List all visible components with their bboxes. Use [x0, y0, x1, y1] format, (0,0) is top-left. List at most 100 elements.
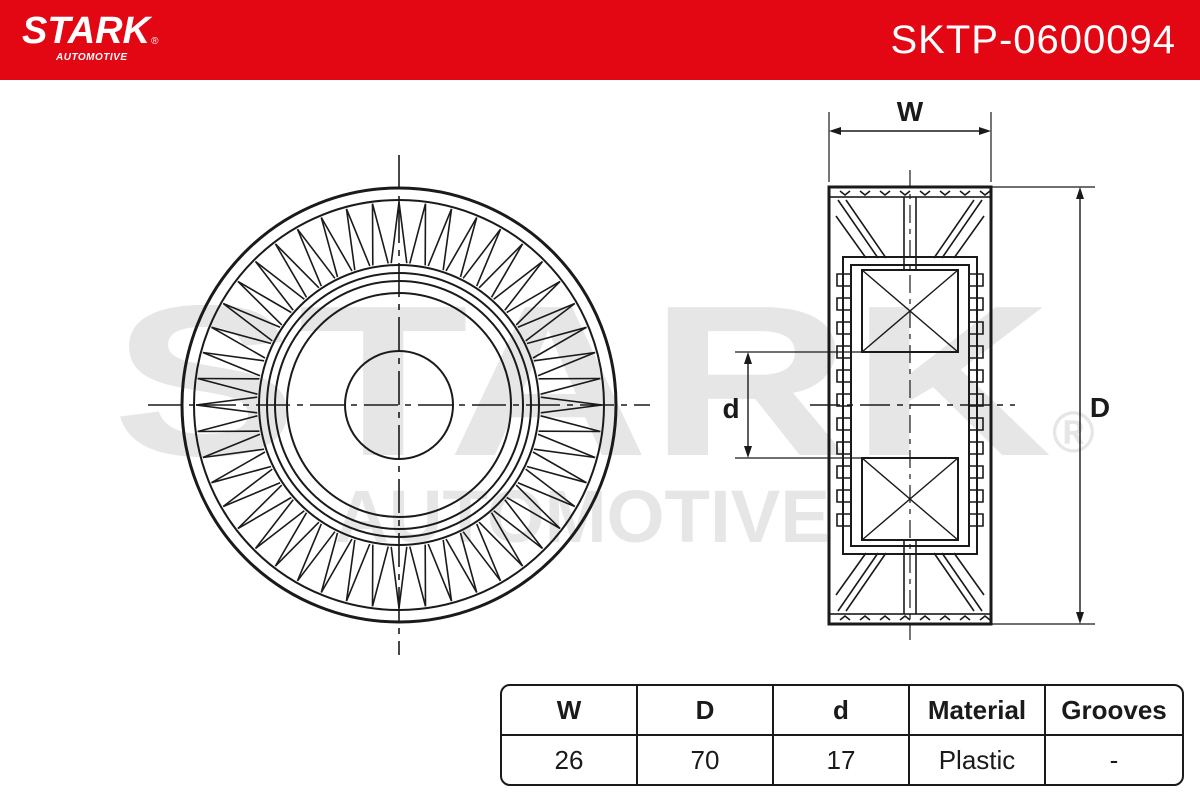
front-rib-line: [320, 538, 353, 593]
front-rib-line: [197, 415, 258, 433]
front-rib-line: [296, 523, 323, 582]
side-tooth: [969, 369, 984, 383]
front-rib-line: [525, 468, 576, 508]
front-rib-line: [202, 351, 265, 362]
front-rib-line: [202, 448, 265, 459]
rim-notch: [899, 614, 911, 621]
front-rib-line: [195, 396, 258, 406]
front-rib-line: [398, 546, 408, 609]
front-rib-line: [526, 326, 587, 345]
front-rib-line: [237, 280, 292, 314]
specs-value-d-inner: 17: [774, 736, 910, 784]
front-rib-line: [459, 532, 478, 593]
front-rib-line: [296, 228, 336, 279]
front-rib-line: [445, 538, 478, 593]
front-rib-line: [222, 481, 281, 508]
rim-notch: [979, 614, 991, 621]
front-rib-line: [237, 484, 283, 530]
side-tooth: [836, 321, 851, 335]
front-ribs: [195, 201, 603, 609]
side-tooth: [969, 513, 984, 527]
specs-table: W D d Material Grooves 26 70 17 Plastic …: [500, 684, 1184, 786]
front-rib-line: [345, 539, 356, 602]
front-rib-line: [540, 415, 601, 433]
front-rib-line: [345, 543, 371, 602]
front-rib-line: [540, 404, 603, 414]
front-rib-line: [211, 326, 266, 359]
rim-notch: [919, 190, 931, 197]
front-rib-line: [320, 217, 339, 278]
front-rib-line: [211, 465, 272, 484]
specs-value-d-outer: 70: [638, 736, 774, 784]
specs-header-row: W D d Material Grooves: [502, 686, 1182, 736]
front-rib-line: [237, 280, 283, 326]
rim-notch: [939, 614, 951, 621]
side-tooth: [836, 465, 851, 479]
front-rib-line: [526, 465, 587, 484]
side-tooth: [836, 489, 851, 503]
dimension-lines: [735, 112, 1095, 625]
front-rib-line: [255, 260, 305, 300]
front-rib-line: [506, 280, 561, 314]
front-rib-line: [506, 496, 561, 530]
front-rib-line: [237, 496, 292, 530]
specs-header-w: W: [502, 686, 638, 736]
dimension-label-width: W: [897, 96, 924, 127]
side-tooth: [836, 297, 851, 311]
front-rib-line: [222, 302, 273, 342]
specs-value-row: 26 70 17 Plastic -: [502, 736, 1182, 784]
brand-name: STARK: [22, 10, 151, 52]
front-rib-line: [320, 532, 339, 593]
front-rib-line: [517, 302, 576, 329]
technical-drawing: STARK AUTOMOTIVE ®: [112, 96, 1110, 655]
side-tooth: [836, 441, 851, 455]
front-rib-line: [493, 510, 543, 550]
front-rib-line: [409, 546, 427, 607]
front-rib-line: [222, 468, 273, 508]
front-rib-line: [533, 351, 596, 362]
front-rib-line: [445, 217, 478, 272]
side-teeth: [836, 190, 991, 621]
rim-notch: [959, 190, 971, 197]
front-rib-line: [442, 539, 453, 602]
front-rib-line: [490, 243, 524, 298]
side-tooth: [836, 417, 851, 431]
rim-notch: [839, 190, 851, 197]
front-rib-line: [427, 208, 453, 267]
front-rib-line: [475, 523, 502, 582]
rim-notch: [979, 190, 991, 197]
rim-notch: [839, 614, 851, 621]
front-rib-line: [540, 377, 601, 395]
front-rib-line: [409, 203, 427, 264]
rim-notch: [859, 614, 871, 621]
dimension-label-inner-diameter: d: [722, 393, 739, 424]
brand-logo: STARK® AUTOMOTIVE: [22, 10, 159, 63]
rim-notch: [919, 614, 931, 621]
side-tooth: [969, 441, 984, 455]
specs-header-grooves: Grooves: [1046, 686, 1182, 736]
front-rib-line: [211, 326, 272, 345]
front-rib-line: [478, 521, 524, 567]
side-tooth: [969, 393, 984, 407]
specs-header-d-outer: D: [638, 686, 774, 736]
front-rib-line: [274, 521, 320, 567]
front-rib-line: [525, 302, 576, 342]
side-tooth: [969, 489, 984, 503]
specs-value-material: Plastic: [910, 736, 1046, 784]
front-rib-line: [255, 510, 305, 550]
side-tooth: [836, 513, 851, 527]
front-rib-line: [320, 217, 353, 272]
front-rib-line: [537, 351, 596, 377]
brand-registered-mark: ®: [151, 36, 159, 47]
pulley-front-view-icon: [148, 155, 650, 655]
rim-notch: [899, 190, 911, 197]
rim-notch: [879, 190, 891, 197]
front-rib-line: [390, 546, 400, 609]
front-rib-line: [427, 543, 453, 602]
front-rib-line: [296, 531, 336, 582]
side-tooth: [969, 417, 984, 431]
front-rib-line: [296, 228, 323, 287]
side-tooth: [969, 273, 984, 287]
front-rib-line: [462, 531, 502, 582]
front-rib-line: [274, 243, 308, 298]
